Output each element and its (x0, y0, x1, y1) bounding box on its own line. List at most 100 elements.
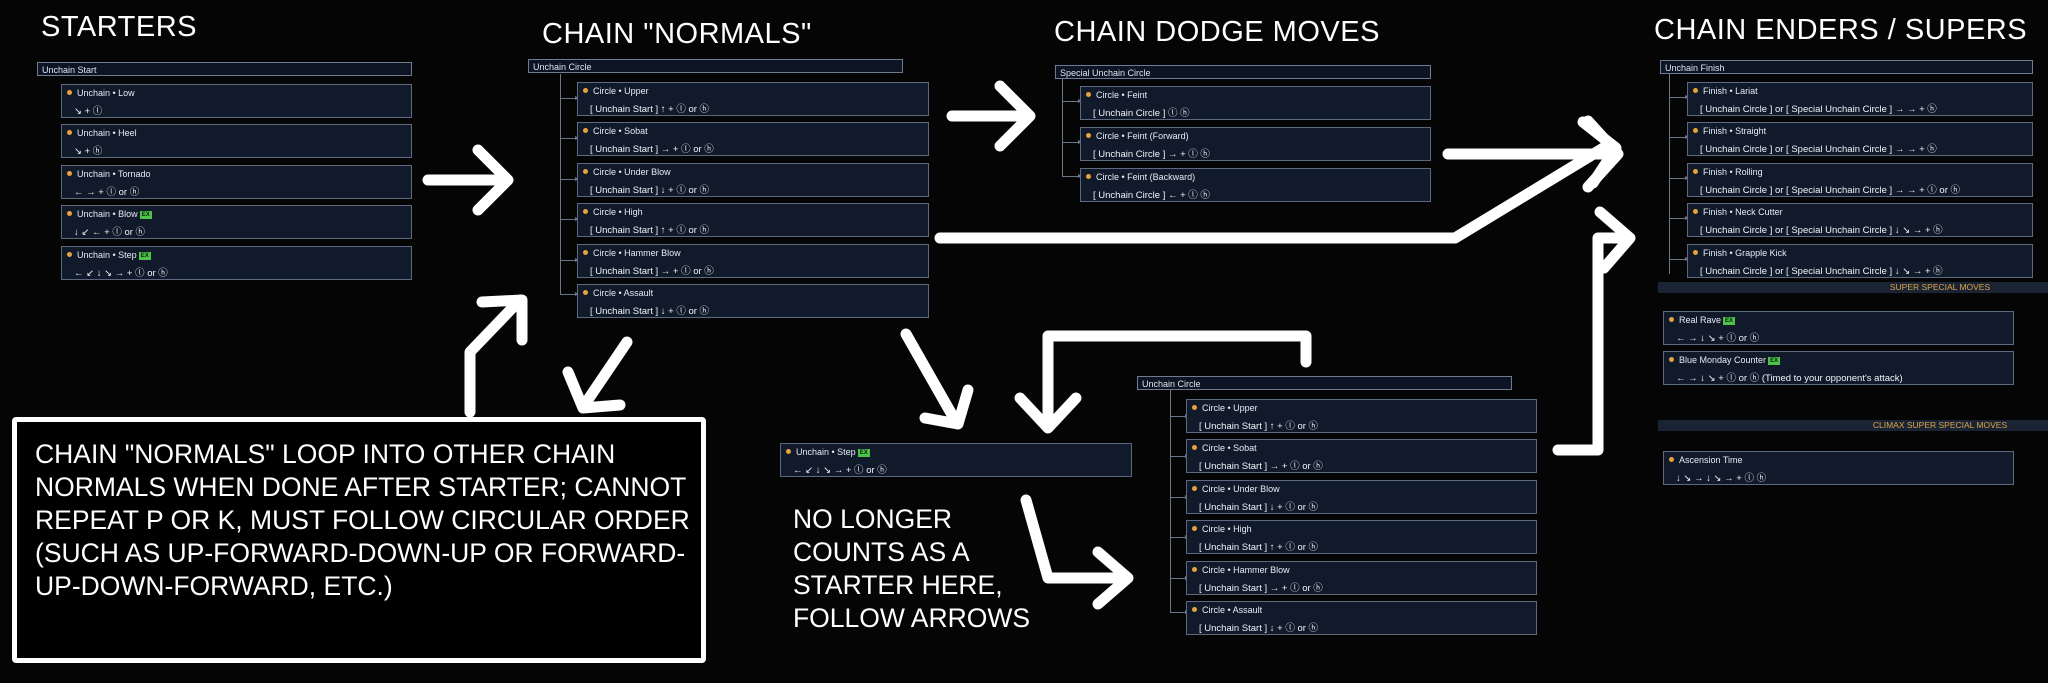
dodge-feint-backward[interactable]: Circle • Feint (Backward) [ Unchain Circ… (1080, 168, 1431, 202)
normals-tree-line (560, 74, 561, 295)
bullet-icon (1669, 457, 1674, 462)
move-input: [ Unchain Circle ] or [ Special Unchain … (1700, 185, 1961, 196)
finish-lariat[interactable]: Finish • Lariat [ Unchain Circle ] or [ … (1687, 82, 2033, 116)
climax-ascension-time[interactable]: Ascension Time ↓ ↘ → ↓ ↘ → + ⓛ ⓗ (1663, 451, 2014, 485)
normal-repeat-sobat[interactable]: Circle • Sobat [ Unchain Start ] → + ⓛ o… (1186, 439, 1537, 473)
move-name: Circle • High (1202, 524, 1252, 534)
normal-hammer-blow[interactable]: Circle • Hammer Blow [ Unchain Start ] →… (577, 244, 929, 278)
move-name: Circle • Hammer Blow (593, 248, 681, 258)
bullet-icon (1086, 92, 1091, 97)
normal-upper[interactable]: Circle • Upper [ Unchain Start ] ↑ + ⓛ o… (577, 82, 929, 116)
finish-grapple-kick[interactable]: Finish • Grapple Kick [ Unchain Circle ]… (1687, 244, 2033, 278)
bullet-icon (1192, 445, 1197, 450)
move-name: Real Rave (1679, 315, 1722, 325)
heading-chain-enders-supers: CHAIN ENDERS / SUPERS (1654, 14, 2028, 46)
move-name: Circle • Under Blow (593, 167, 671, 177)
dodge-feint[interactable]: Circle • Feint [ Unchain Circle ] ⓛ ⓗ (1080, 86, 1431, 120)
move-name: Circle • Upper (1202, 403, 1258, 413)
ex-badge: EX (139, 211, 152, 219)
move-input: ↓ ↘ → ↓ ↘ → + ⓛ ⓗ (1676, 473, 1767, 484)
climax-super-special-moves-band: CLIMAX SUPER SPECIAL MOVES (1658, 420, 2048, 431)
move-input: [ Unchain Circle ] or [ Special Unchain … (1700, 266, 1943, 277)
normal-high[interactable]: Circle • High [ Unchain Start ] ↑ + ⓛ or… (577, 203, 929, 237)
arrow-note-to-normals (1020, 494, 1134, 610)
move-name: Circle • Feint (Backward) (1096, 172, 1196, 182)
normals-repeat-tree-line (1170, 390, 1171, 613)
bullet-icon (583, 128, 588, 133)
bullet-icon (1192, 607, 1197, 612)
move-input: ↘ + ⓛ (74, 106, 103, 117)
ex-badge: EX (1768, 357, 1781, 365)
normal-sobat[interactable]: Circle • Sobat [ Unchain Start ] → + ⓛ o… (577, 122, 929, 156)
move-input: [ Unchain Start ] ↓ + ⓛ or ⓗ (590, 185, 710, 196)
finish-rolling[interactable]: Finish • Rolling [ Unchain Circle ] or [… (1687, 163, 2033, 197)
move-name: Circle • Sobat (1202, 443, 1257, 453)
bullet-icon (67, 252, 72, 257)
move-input: [ Unchain Start ] ↑ + ⓛ or ⓗ (590, 104, 710, 115)
normal-repeat-high[interactable]: Circle • High [ Unchain Start ] ↑ + ⓛ or… (1186, 520, 1537, 554)
bullet-icon (1669, 317, 1674, 322)
bullet-icon (67, 171, 72, 176)
move-input: [ Unchain Start ] ↑ + ⓛ or ⓗ (1199, 421, 1319, 432)
move-name: Finish • Neck Cutter (1703, 207, 1783, 217)
move-input: [ Unchain Circle ] ← + ⓛ ⓗ (1093, 190, 1210, 201)
move-name: Unchain • Heel (77, 128, 137, 138)
loop-note-box: CHAIN "NORMALS" LOOP INTO OTHER CHAIN NO… (12, 417, 706, 663)
move-name: Circle • High (593, 207, 643, 217)
bullet-icon (1192, 405, 1197, 410)
bullet-icon (583, 290, 588, 295)
loop-note-text: CHAIN "NORMALS" LOOP INTO OTHER CHAIN NO… (35, 439, 690, 601)
ex-badge: EX (857, 449, 870, 457)
arrow-hook-back (1014, 330, 1312, 434)
move-name: Circle • Sobat (593, 126, 648, 136)
bullet-icon (1669, 357, 1674, 362)
move-input: [ Unchain Circle ] or [ Special Unchain … (1700, 225, 1943, 236)
move-input: ← → ↓ ↘ + ⓛ or ⓗ (1676, 333, 1760, 344)
normal-assault[interactable]: Circle • Assault [ Unchain Start ] ↓ + ⓛ… (577, 284, 929, 318)
heading-chain-normals: CHAIN "NORMALS" (542, 18, 812, 50)
normal-under-blow[interactable]: Circle • Under Blow [ Unchain Start ] ↓ … (577, 163, 929, 197)
move-name: Circle • Hammer Blow (1202, 565, 1290, 575)
ex-badge: EX (1723, 317, 1736, 325)
arrow-normals-down (900, 328, 974, 430)
starter-low[interactable]: Unchain • Low ↘ + ⓛ (61, 84, 412, 118)
move-name: Blue Monday Counter (1679, 355, 1767, 365)
move-input: [ Unchain Start ] → + ⓛ or ⓗ (1199, 461, 1323, 472)
bullet-icon (67, 211, 72, 216)
bullet-icon (1693, 88, 1698, 93)
move-name: Circle • Assault (593, 288, 654, 298)
heading-chain-dodge-moves: CHAIN DODGE MOVES (1054, 16, 1380, 48)
normals-repeat-header: Unchain Circle (1137, 376, 1512, 390)
arrow-dodge-to-enders (1442, 115, 1624, 193)
normal-repeat-under-blow[interactable]: Circle • Under Blow [ Unchain Start ] ↓ … (1186, 480, 1537, 514)
finish-straight[interactable]: Finish • Straight [ Unchain Circle ] or … (1687, 122, 2033, 156)
move-input: [ Unchain Circle ] → + ⓛ ⓗ (1093, 149, 1210, 160)
normal-repeat-upper[interactable]: Circle • Upper [ Unchain Start ] ↑ + ⓛ o… (1186, 399, 1537, 433)
move-input: [ Unchain Start ] → + ⓛ or ⓗ (1199, 583, 1323, 594)
bullet-icon (583, 209, 588, 214)
move-input: ← ↙ ↓ ↘ → + ⓛ or ⓗ (74, 268, 168, 279)
normal-repeat-assault[interactable]: Circle • Assault [ Unchain Start ] ↓ + ⓛ… (1186, 601, 1537, 635)
finish-neck-cutter[interactable]: Finish • Neck Cutter [ Unchain Circle ] … (1687, 203, 2033, 237)
move-input: ← → ↓ ↘ + ⓛ or ⓗ (Timed to your opponent… (1676, 373, 1903, 384)
move-name: Finish • Rolling (1703, 167, 1763, 177)
arrow-normals-to-enders (934, 116, 1622, 244)
starter-heel[interactable]: Unchain • Heel ↘ + ⓗ (61, 124, 412, 158)
move-input: [ Unchain Start ] → + ⓛ or ⓗ (590, 266, 714, 277)
arrow-loop-down (562, 336, 633, 414)
bullet-icon (67, 90, 72, 95)
dodge-tree-line (1062, 79, 1063, 177)
normal-repeat-hammer-blow[interactable]: Circle • Hammer Blow [ Unchain Start ] →… (1186, 561, 1537, 595)
bullet-icon (67, 130, 72, 135)
starter-tornado[interactable]: Unchain • Tornado ← → + ⓛ or ⓗ (61, 165, 412, 199)
dodge-feint-forward[interactable]: Circle • Feint (Forward) [ Unchain Circl… (1080, 127, 1431, 161)
move-input: ↘ + ⓗ (74, 146, 103, 157)
starters-header: Unchain Start (37, 62, 412, 76)
move-name: Circle • Assault (1202, 605, 1263, 615)
